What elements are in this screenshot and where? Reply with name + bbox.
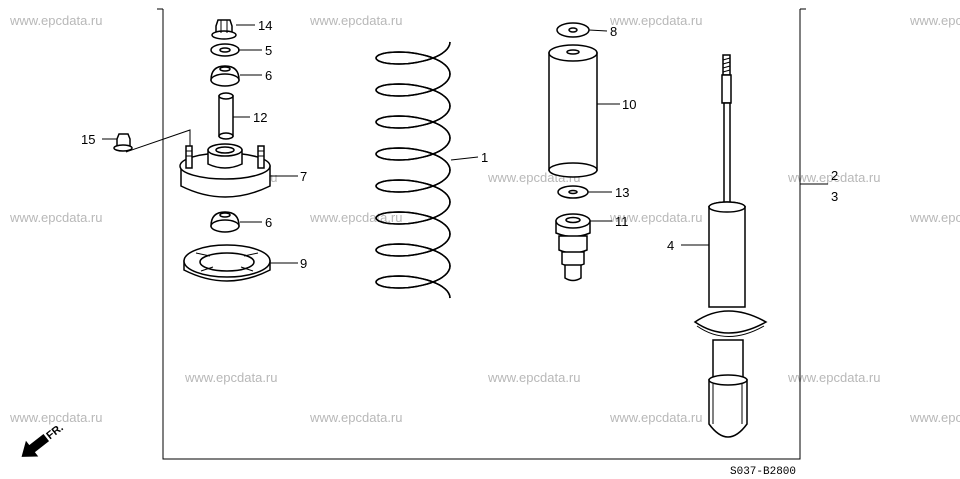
part-bump-stop-washer xyxy=(557,185,589,199)
callout-7: 7 xyxy=(300,169,307,184)
watermark: www.epcdata.ru xyxy=(909,13,960,28)
watermark: www.epcdata.ru xyxy=(309,13,403,28)
callout-15: 15 xyxy=(81,132,95,147)
watermark: www.epcdata.ru xyxy=(787,170,881,185)
callout-6-upper: 6 xyxy=(265,68,272,83)
callout-4: 4 xyxy=(667,238,674,253)
watermark: www.epcdata.ru xyxy=(184,370,278,385)
watermark: www.epcdata.ru xyxy=(909,210,960,225)
watermark: www.epcdata.ru xyxy=(787,370,881,385)
part-collar xyxy=(218,92,234,140)
part-coil-spring xyxy=(375,41,451,299)
watermark-layer: www.epcdata.ru www.epcdata.ru www.epcdat… xyxy=(9,13,960,425)
drawing-code: S037-B2800 xyxy=(730,466,796,478)
part-nut xyxy=(113,133,133,152)
part-mount-rubber-lower xyxy=(210,211,240,233)
part-strut-mount-base xyxy=(179,143,271,198)
callout-11: 11 xyxy=(615,214,629,229)
callout-5: 5 xyxy=(265,43,272,58)
part-bump-stop xyxy=(555,213,591,282)
watermark: www.epcdata.ru xyxy=(9,410,103,425)
front-direction-marker: FR. xyxy=(21,422,66,457)
callout-14: 14 xyxy=(258,18,272,33)
callout-1: 1 xyxy=(481,150,488,165)
assembly-frame xyxy=(162,9,801,460)
part-dust-cover xyxy=(548,44,598,178)
part-spring-seat-rubber xyxy=(183,244,271,282)
watermark: www.epcdata.ru xyxy=(609,13,703,28)
part-washer xyxy=(210,43,240,57)
leader-line-15-mount xyxy=(125,129,191,153)
part-flange-nut xyxy=(211,19,237,40)
part-shock-absorber xyxy=(693,54,768,438)
watermark: www.epcdata.ru xyxy=(909,410,960,425)
spring-coil-highlight xyxy=(375,41,451,299)
spring-coil xyxy=(375,41,451,299)
watermark: www.epcdata.ru xyxy=(9,210,103,225)
callouts: 1 2 3 4 5 6 6 7 8 9 10 11 12 13 14 15 xyxy=(81,18,838,271)
callout-9: 9 xyxy=(300,256,307,271)
callout-3: 3 xyxy=(831,189,838,204)
callout-12: 12 xyxy=(253,110,267,125)
part-mount-rubber-upper xyxy=(210,65,240,87)
watermark: www.epcdata.ru xyxy=(487,370,581,385)
callout-2: 2 xyxy=(831,168,838,183)
callout-6-lower: 6 xyxy=(265,215,272,230)
callout-10: 10 xyxy=(622,97,636,112)
watermark: www.epcdata.ru xyxy=(609,410,703,425)
callout-8: 8 xyxy=(610,24,617,39)
watermark: www.epcdata.ru xyxy=(609,210,703,225)
watermark: www.epcdata.ru xyxy=(309,410,403,425)
part-dust-cover-washer xyxy=(556,22,590,38)
callout-13: 13 xyxy=(615,185,629,200)
watermark: www.epcdata.ru xyxy=(9,13,103,28)
front-arrow-icon xyxy=(21,433,50,457)
leader-lines xyxy=(102,24,828,264)
